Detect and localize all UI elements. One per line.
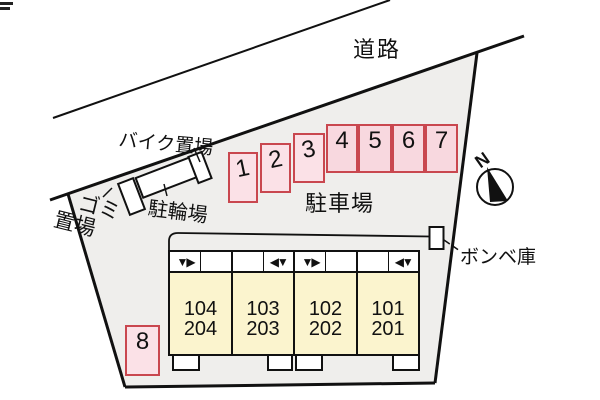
boundary-right [433, 52, 479, 384]
unit-101-201: 101 201 [358, 273, 418, 354]
unit-104-204: 104 204 [170, 273, 233, 354]
unit-number-1f: 101 [371, 298, 405, 320]
parking-space-4: 4 [326, 124, 358, 173]
building-units-row: 104 204 103 203 102 202 101 201 [170, 273, 418, 354]
parking-space-number: 3 [299, 134, 319, 165]
parking-space-6: 6 [392, 124, 425, 173]
bike-storage-box [187, 150, 213, 185]
entry-cell [233, 252, 264, 271]
parking-space-number: 6 [401, 127, 416, 154]
entry-strip-unit-101: ◀▼ [358, 252, 418, 271]
entry-strip-unit-102: ▼▶ [295, 252, 358, 271]
entry-cell [326, 252, 356, 271]
parking-space-number: 1 [233, 153, 253, 184]
compass-needle-icon [487, 167, 508, 202]
unit-102-202: 102 202 [295, 273, 358, 354]
unit-number-1f: 102 [308, 298, 343, 320]
car-parking-label: 駐車場 [305, 191, 375, 216]
bike-storage-leader [193, 147, 201, 163]
building-eave-outline [168, 232, 431, 252]
boundary-bottom [124, 381, 436, 389]
entry-strip-unit-104: ▼▶ [170, 252, 233, 271]
unit-number-2f: 203 [246, 318, 280, 340]
boundary-left [66, 193, 127, 388]
unit-number-1f: 104 [183, 298, 218, 320]
parking-space-7: 7 [425, 124, 458, 173]
unit-number-2f: 204 [183, 318, 218, 340]
entry-marker-icon: ◀▼ [394, 254, 414, 269]
road-far-edge [52, 0, 391, 119]
unit-number-2f: 202 [308, 318, 343, 340]
gas-cylinder-label: ボンベ庫 [460, 247, 537, 268]
parking-space-5: 5 [358, 124, 392, 173]
unit-number-2f: 201 [371, 318, 405, 340]
parking-space-8: 8 [125, 325, 160, 376]
gas-cylinder-box [428, 226, 445, 250]
entry-strip-unit-103: ◀▼ [233, 252, 295, 271]
entry-marker-icon: ▼▶ [295, 252, 326, 271]
apartment-building: ▼▶ ◀▼ ▼▶ ◀▼ 104 204 103 203 [168, 250, 420, 371]
porch-unit-103 [267, 354, 293, 371]
unit-number-1f: 103 [246, 298, 280, 320]
bicycle-parking-leader [163, 183, 168, 197]
porch-unit-101 [392, 354, 420, 371]
parking-space-number: 4 [335, 127, 349, 154]
entry-marker-icon: ▼▶ [170, 252, 201, 271]
parking-space-number: 8 [135, 328, 150, 355]
entry-cell [201, 252, 231, 271]
road-label: 道路 [353, 37, 402, 62]
parking-space-number: 5 [368, 127, 382, 154]
porch-unit-104 [172, 354, 200, 371]
parking-space-number: 2 [266, 144, 285, 175]
parking-space-number: 7 [434, 127, 449, 154]
parking-space-1: 1 [228, 152, 258, 203]
boundary-top-road-edge [49, 34, 525, 202]
garbage-area-box [116, 176, 147, 217]
parking-space-3: 3 [293, 133, 325, 183]
parking-space-2: 2 [260, 143, 291, 193]
unit-103-203: 103 203 [233, 273, 295, 354]
building-entry-strip: ▼▶ ◀▼ ▼▶ ◀▼ [170, 252, 418, 273]
entry-marker-icon: ◀▼ [269, 254, 289, 269]
gas-cylinder-leader [443, 239, 461, 252]
porch-unit-102 [295, 354, 323, 371]
entry-cell [358, 252, 389, 271]
corner-mark [0, 7, 10, 10]
garbage-area-leader [102, 187, 113, 198]
corner-mark [0, 2, 13, 5]
